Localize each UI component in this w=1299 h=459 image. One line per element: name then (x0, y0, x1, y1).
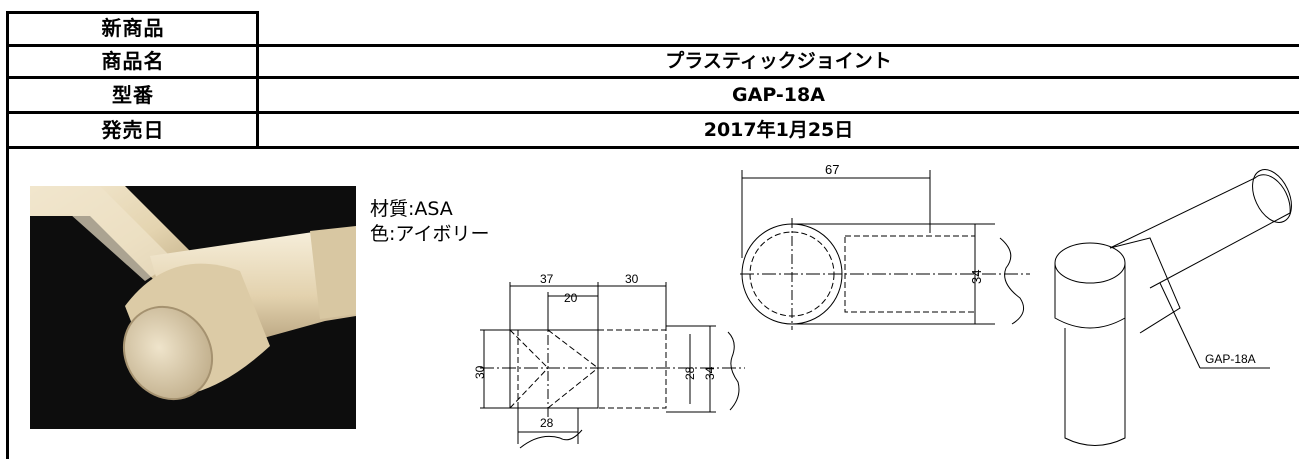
product-name-label: 商品名 (101, 49, 165, 73)
dim-67: 67 (825, 162, 839, 177)
dim-30-side: 30 (473, 365, 487, 379)
product-photo (30, 186, 356, 429)
row-line-top (6, 11, 259, 14)
dim-20: 20 (564, 291, 578, 305)
table-left-border (6, 11, 9, 459)
row-line-4 (6, 146, 1299, 149)
dim-30-top: 30 (625, 272, 639, 286)
dim-34-top: 34 (969, 270, 984, 284)
table-column-divider (256, 11, 259, 148)
front-dimension-drawing: 37 30 20 30 28 34 28 (473, 272, 745, 449)
new-product-label: 新商品 (101, 16, 165, 40)
release-date-value: 2017年1月25日 (703, 119, 854, 141)
row-line-2 (6, 76, 1299, 79)
iso-model-label: GAP-18A (1205, 352, 1256, 366)
model-number-label: 型番 (112, 83, 154, 107)
dim-34-front: 34 (703, 366, 717, 380)
dim-37: 37 (540, 272, 554, 286)
model-number-value: GAP-18A (732, 84, 825, 106)
isometric-drawing: GAP-18A (1054, 169, 1292, 446)
top-view-drawing: 67 34 (740, 162, 1030, 330)
dim-28-bottom: 28 (540, 416, 554, 430)
row-line-1 (6, 44, 1299, 47)
row-line-3 (6, 111, 1299, 114)
color-text: 色:アイボリー (370, 223, 490, 245)
release-date-label: 発売日 (101, 118, 165, 142)
dim-28-right: 28 (683, 366, 697, 380)
spec-block: 材質:ASA 色:アイボリー (370, 197, 489, 247)
product-name-value: プラスティックジョイント (665, 50, 892, 72)
material-text: 材質:ASA (370, 198, 453, 220)
